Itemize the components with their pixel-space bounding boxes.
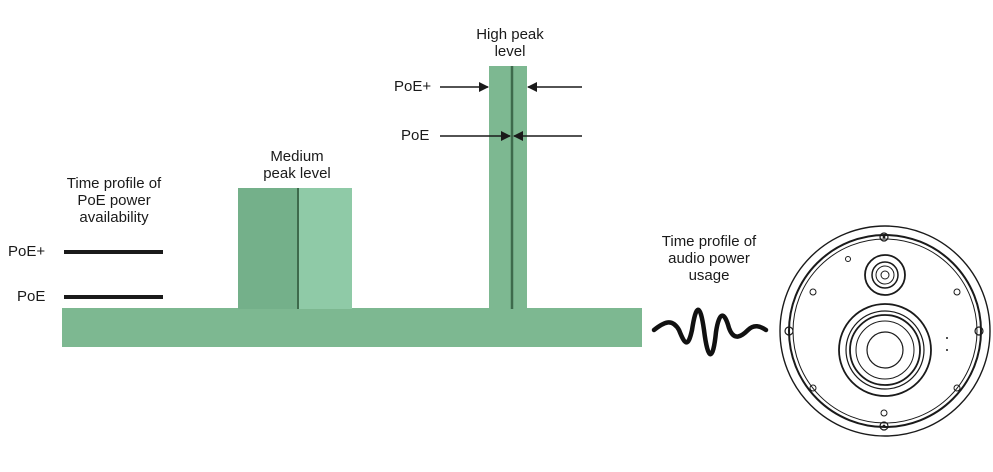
ceiling-speaker-icon [779, 225, 991, 437]
audio-usage-title-line-1: Time profile of [661, 233, 757, 250]
audio-wave-icon [651, 307, 769, 357]
medium-peak-left-block [238, 188, 298, 309]
audio-usage-title-line-3: usage [688, 267, 730, 284]
high-peak-label-line-1: High peak [476, 26, 544, 43]
baseline-power-bar [62, 308, 642, 347]
availability-title-line-1: Time profile of [66, 175, 162, 192]
high-peak-block [489, 66, 527, 309]
high-peak-label-line-2: level [494, 43, 526, 60]
high-peak-poe-label: PoE [401, 127, 430, 144]
availability-poe-label: PoE [17, 288, 46, 305]
availability-title-line-2: PoE power [77, 192, 151, 209]
audio-usage-title: Time profile of audio power usage [649, 233, 769, 284]
medium-peak-label-line-1: Medium [270, 148, 324, 165]
availability-poe-plus-label: PoE+ [8, 243, 46, 260]
availability-title: Time profile of PoE power availability [54, 175, 174, 226]
medium-peak-right-block [298, 188, 352, 309]
high-peak-poe-plus-label: PoE+ [394, 78, 432, 95]
audio-usage-title-line-2: audio power [668, 250, 750, 267]
availability-title-line-3: availability [79, 209, 149, 226]
medium-peak-label-line-2: peak level [263, 165, 331, 182]
medium-peak-label: Medium peak level [245, 148, 349, 182]
high-peak-label: High peak level [460, 26, 560, 60]
